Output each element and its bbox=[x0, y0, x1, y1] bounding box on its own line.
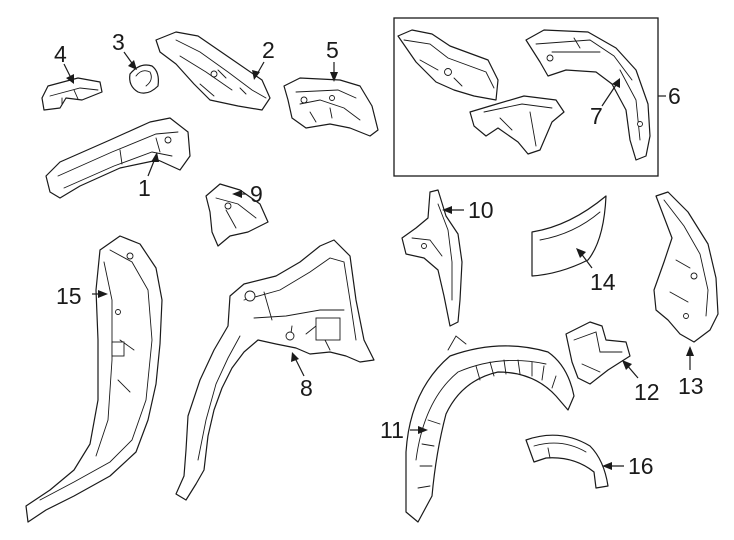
callout-11: 11 bbox=[380, 417, 404, 443]
part-7 bbox=[525, 29, 651, 161]
part-6-assembly bbox=[397, 29, 565, 155]
part-3 bbox=[129, 64, 159, 94]
part-1 bbox=[45, 117, 191, 199]
part-5 bbox=[283, 77, 379, 137]
callout-6: 6 bbox=[668, 83, 681, 109]
part-4 bbox=[41, 77, 103, 111]
callout-4: 4 bbox=[54, 41, 67, 67]
part-2 bbox=[155, 31, 271, 111]
part-8 bbox=[175, 239, 375, 501]
part-12 bbox=[565, 321, 631, 385]
callout-2: 2 bbox=[262, 37, 275, 63]
callout-3: 3 bbox=[112, 29, 125, 55]
part-9 bbox=[205, 183, 269, 247]
callout-leaders bbox=[63, 51, 694, 470]
callout-numbers: 1 2 3 4 5 6 7 8 9 10 11 12 13 14 15 16 bbox=[54, 29, 704, 479]
callout-12: 12 bbox=[634, 379, 660, 405]
callout-5: 5 bbox=[326, 37, 339, 63]
part-10 bbox=[401, 189, 463, 327]
assembly-frame bbox=[393, 17, 659, 177]
callout-7: 7 bbox=[590, 103, 603, 129]
part-15 bbox=[25, 235, 163, 523]
callout-8: 8 bbox=[300, 375, 313, 401]
callout-10: 10 bbox=[468, 197, 494, 223]
callout-13: 13 bbox=[678, 373, 704, 399]
part-16 bbox=[525, 434, 609, 489]
callout-16: 16 bbox=[628, 453, 654, 479]
callout-9: 9 bbox=[250, 181, 263, 207]
part-13 bbox=[653, 191, 719, 343]
part-11 bbox=[405, 335, 575, 523]
callout-14: 14 bbox=[590, 269, 616, 295]
callout-1: 1 bbox=[138, 175, 151, 201]
part-14 bbox=[531, 195, 607, 277]
callout-15: 15 bbox=[56, 283, 82, 309]
